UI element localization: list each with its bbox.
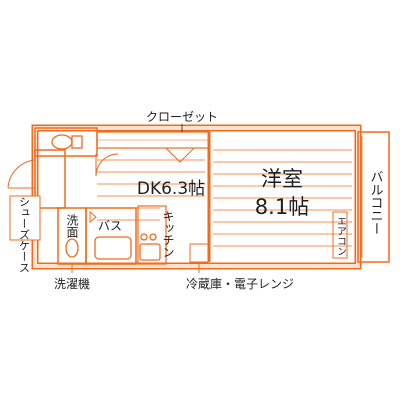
kitchen-label: キッチン [161, 210, 175, 258]
shoe-case [9, 195, 41, 241]
closet-door [165, 147, 195, 163]
balcony-label: バルコニー [368, 170, 384, 235]
balcony [357, 131, 390, 263]
closet-label: クローゼット [146, 110, 218, 124]
fridge-space [189, 243, 209, 263]
washing-machine-label: 洗濯機 [54, 276, 90, 291]
dk-door [95, 153, 119, 177]
western-room-size: 8.1帖 [255, 195, 309, 219]
toilet-room [34, 127, 98, 157]
bath-room [85, 207, 137, 265]
plan-structure [7, 124, 390, 273]
western-room-name: 洋室 [261, 167, 303, 191]
aircon-unit [332, 211, 348, 259]
dk-label: DK6.3帖 [137, 179, 205, 199]
bath-label: バス [98, 219, 122, 233]
entrance [34, 149, 66, 209]
shoe-case-label: シューズケース [18, 196, 31, 273]
fridge-microwave-label: 冷蔵庫・電子レンジ [186, 277, 294, 291]
washroom-label: 洗面 [65, 214, 79, 238]
western-room-floor [213, 149, 352, 247]
aircon-label: エアコン [335, 216, 347, 256]
kitchen-counter [137, 205, 167, 265]
